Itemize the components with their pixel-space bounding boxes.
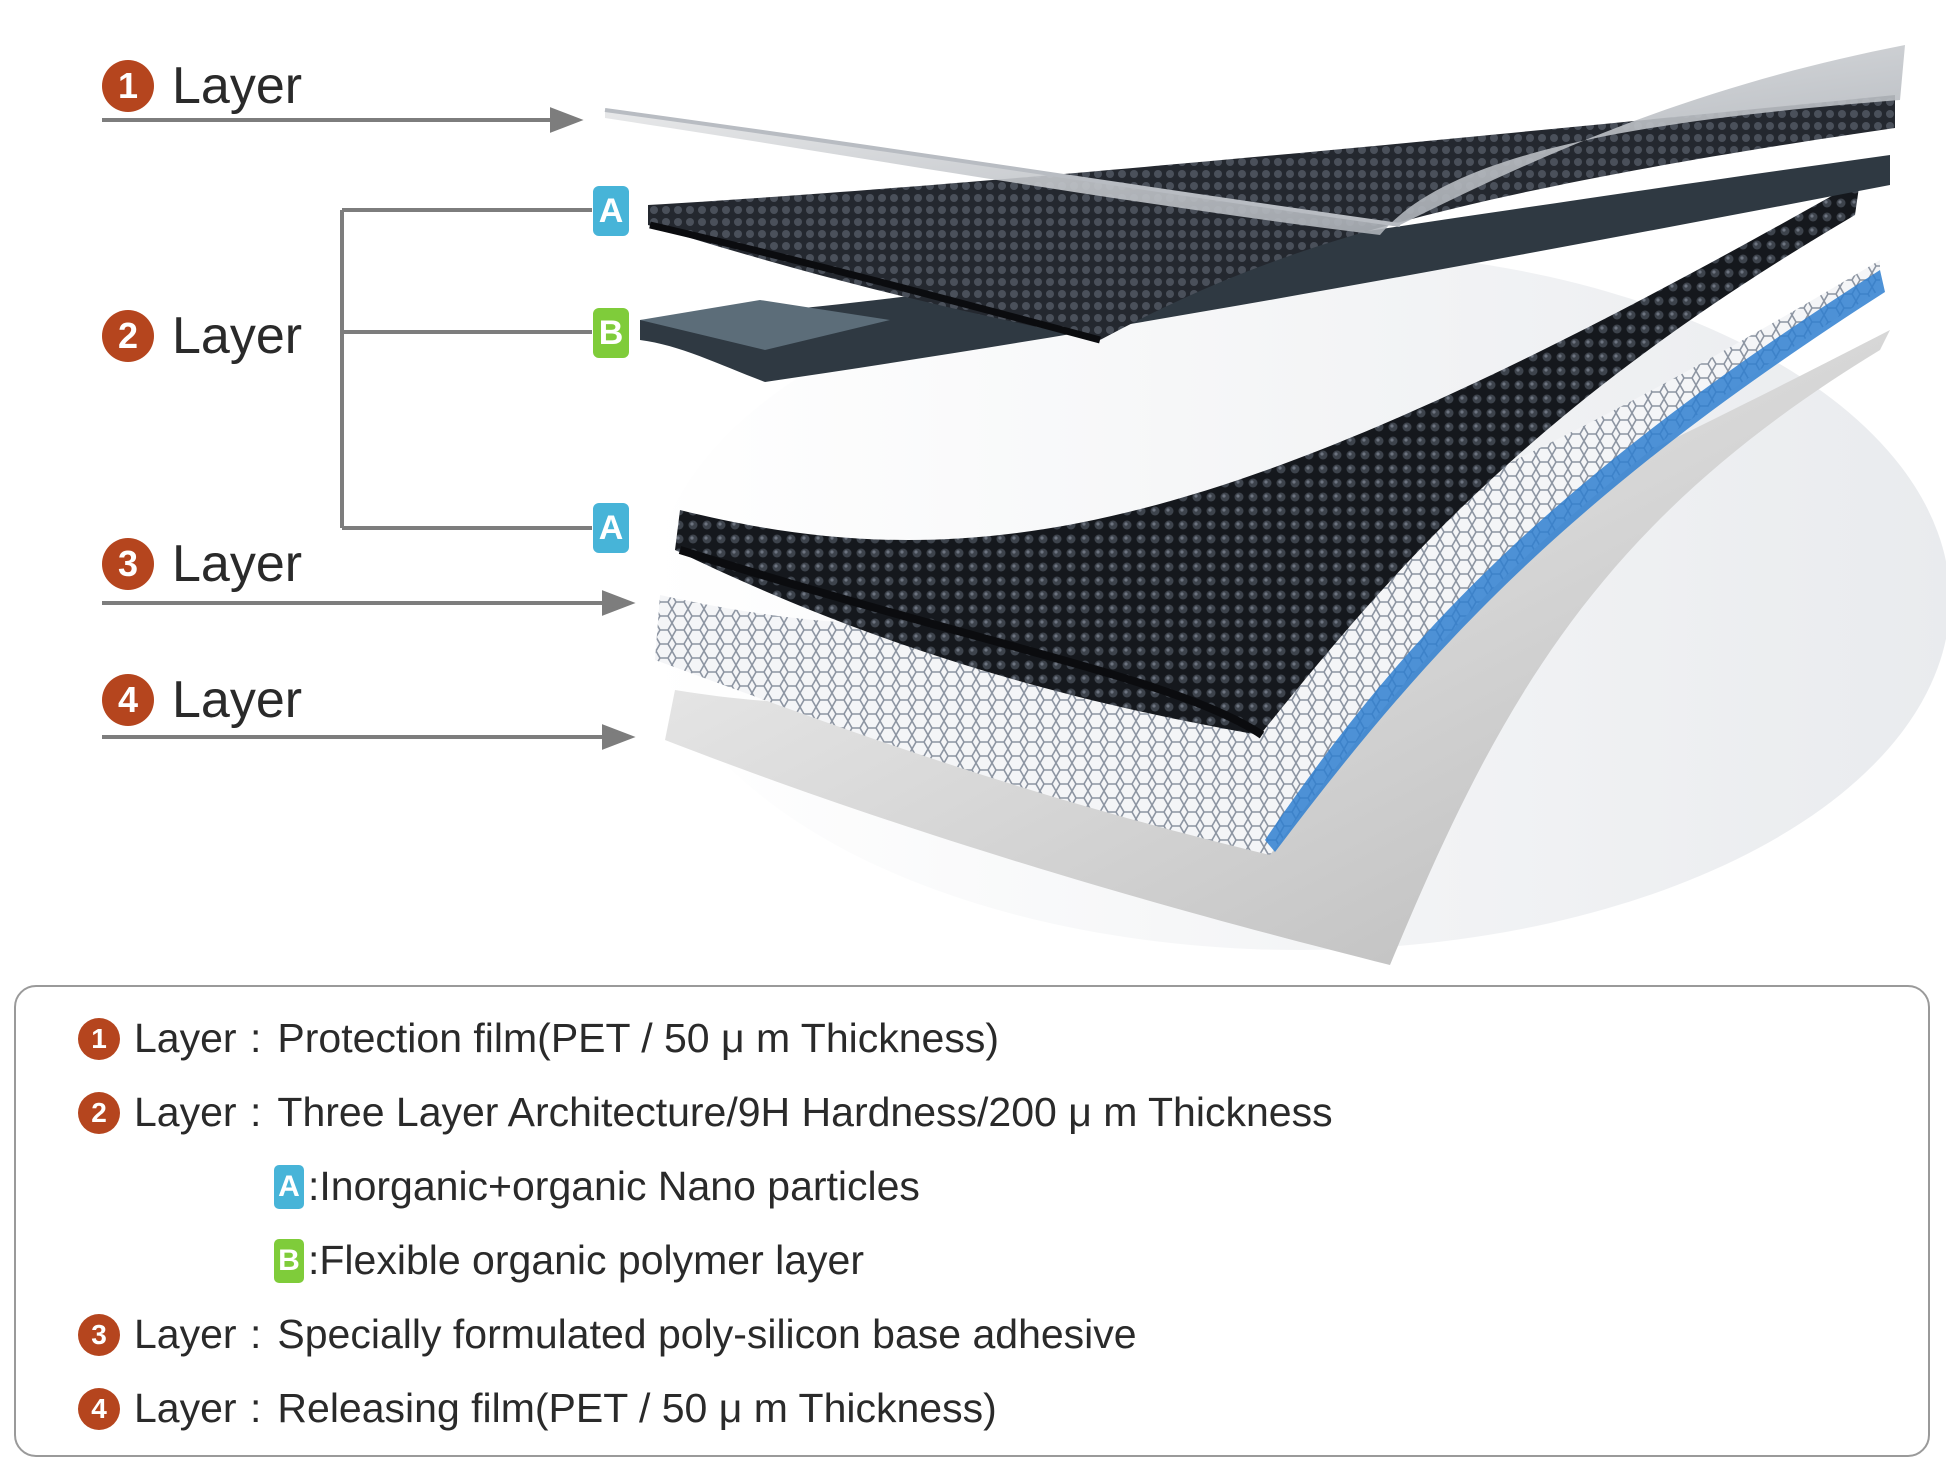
arrow-right-icon [602, 724, 636, 750]
legend-row-layer4: 4 Layer : Releasing film(PET / 50 μ m Th… [78, 1385, 997, 1432]
layer3-blue-edge [1265, 270, 1885, 852]
tag-b-icon: B [274, 1238, 304, 1283]
arrow-right-icon [602, 590, 636, 616]
number-circle-icon: 4 [102, 674, 154, 726]
number-circle-icon: 3 [102, 538, 154, 590]
label-layer4-text: Layer [172, 671, 303, 729]
label-layer3-text: Layer [172, 535, 303, 593]
legend-row-layer1: 1 Layer : Protection film(PET / 50 μ m T… [78, 1015, 999, 1062]
number-circle-icon: 2 [102, 310, 154, 362]
label-layer1: 1 Layer [102, 56, 302, 116]
number-circle-icon: 3 [78, 1313, 120, 1356]
legend-row-layer2: 2 Layer : Three Layer Architecture/9H Ha… [78, 1089, 1333, 1136]
label-layer2: 2 Layer [102, 306, 302, 366]
legend-text: Specially formulated poly-silicon base a… [277, 1311, 1137, 1357]
legend-row-layer3: 3 Layer : Specially formulated poly-sili… [78, 1311, 1137, 1358]
layer2-a-lower [675, 180, 1860, 735]
legend-separator: : [250, 1385, 262, 1431]
legend-box: 1 Layer : Protection film(PET / 50 μ m T… [14, 985, 1930, 1457]
layer2-b-face [640, 300, 890, 350]
legend-row-b: B :Flexible organic polymer layer [274, 1237, 864, 1284]
legend-text: :Flexible organic polymer layer [308, 1237, 865, 1283]
label-layer1-text: Layer [172, 57, 303, 115]
legend-text: Protection film(PET / 50 μ m Thickness) [277, 1015, 1000, 1061]
number-circle-icon: 2 [78, 1091, 120, 1134]
label-layer4: 4 Layer [102, 670, 302, 730]
tag-a-icon: A [274, 1164, 304, 1209]
layer1-edge [604, 108, 1401, 227]
bracket-connector-icon [340, 208, 592, 530]
label-layer2-text: Layer [172, 307, 303, 365]
legend-separator: : [250, 1089, 262, 1135]
number-circle-icon: 1 [78, 1017, 120, 1060]
legend-layer-word: Layer [134, 1385, 237, 1431]
layer-illustration [102, 45, 1946, 965]
legend-row-a: A :Inorganic+organic Nano particles [274, 1163, 920, 1210]
arrow-right-icon [550, 107, 584, 133]
layer3-adhesive [655, 260, 1880, 855]
legend-layer-word: Layer [134, 1311, 237, 1357]
tag-a-upper: A [593, 186, 629, 236]
layer2-a-upper-edge [649, 221, 1101, 344]
tag-a-lower: A [593, 503, 629, 553]
label-layer3: 3 Layer [102, 534, 302, 594]
layer2-a-lower-edge [678, 546, 1265, 739]
legend-separator: : [250, 1311, 262, 1357]
legend-text: Three Layer Architecture/9H Hardness/200… [277, 1089, 1333, 1135]
legend-layer-word: Layer [134, 1015, 237, 1061]
tag-b: B [593, 308, 629, 358]
number-circle-icon: 4 [78, 1387, 120, 1430]
legend-text: Releasing film(PET / 50 μ m Thickness) [277, 1385, 997, 1431]
layer-diagram: 1 Layer 2 Layer 3 Layer 4 Layer A B A [102, 45, 1946, 965]
legend-separator: : [250, 1015, 262, 1061]
layer2-b-polymer [640, 155, 1890, 382]
legend-layer-word: Layer [134, 1089, 237, 1135]
legend-text: :Inorganic+organic Nano particles [308, 1163, 920, 1209]
number-circle-icon: 1 [102, 60, 154, 112]
